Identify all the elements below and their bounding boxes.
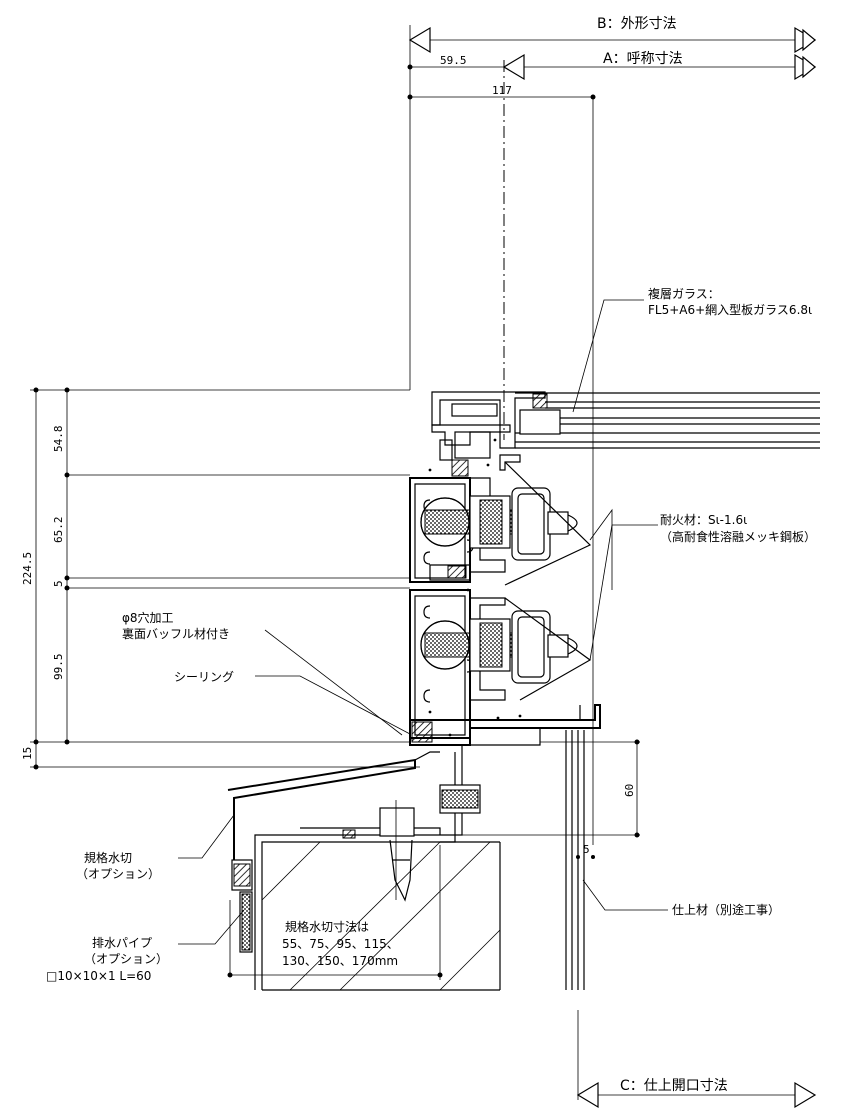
dimension-54-8: 54.8 — [52, 426, 65, 453]
fireproof-title: 耐火材：Sι-1.6ι — [660, 513, 747, 527]
dimension-60-label: 60 — [623, 784, 636, 797]
dimension-5-lower: 5 — [576, 843, 595, 859]
anchor-subframe — [254, 745, 481, 990]
roller-upper — [420, 487, 578, 561]
concrete-wall — [261, 841, 501, 991]
sealing-label: シーリング — [174, 670, 234, 684]
callout-hole: φ8穴加工 裏面バッフル材付き — [122, 610, 403, 736]
callout-glass: 複層ガラス： FL5+A6+網入型板ガラス6.8ι — [572, 286, 812, 413]
roller-lower — [420, 610, 578, 684]
callout-drip-size: 規格水切寸法は 55、75、95、115、 130、150、170mm — [282, 919, 399, 968]
pipe-label-2: （オプション） — [84, 952, 168, 966]
glass-title: 複層ガラス： — [648, 286, 720, 301]
dimension-B-label: B：外形寸法 — [597, 16, 677, 32]
dimension-59-5: 59.5 — [440, 54, 467, 67]
pipe-label-3: □10×10×1 L=60 — [46, 969, 151, 983]
dimension-15: 15 — [21, 747, 34, 760]
dimension-117-label: 117 — [492, 84, 512, 97]
finish-label: 仕上材（別途工事） — [672, 902, 780, 917]
finish-material — [565, 730, 585, 990]
drip-label-2: （オプション） — [76, 867, 160, 881]
drip-size-label-3: 130、150、170mm — [282, 954, 398, 968]
sealing-beads — [428, 438, 522, 737]
fireproof-spec: （高耐食性溶融メッキ鋼板） — [660, 529, 816, 544]
callout-pipe: 排水パイプ （オプション） □10×10×1 L=60 — [46, 909, 245, 983]
dimension-A-label: A：呼称寸法 — [603, 51, 683, 67]
dimension-C-label: C：仕上開口寸法 — [620, 1078, 728, 1094]
pipe-label-1: 排水パイプ — [92, 936, 152, 950]
drip-size-label-2: 55、75、95、115、 — [282, 937, 399, 951]
dimension-A: A：呼称寸法 59.5 — [407, 51, 817, 81]
drip-size-label-1: 規格水切寸法は — [285, 919, 369, 934]
drip-label-1: 規格水切 — [84, 850, 132, 865]
dimension-99-5: 99.5 — [52, 654, 65, 681]
dimension-224-5: 224.5 — [21, 552, 34, 585]
callout-finish: 仕上材（別途工事） — [582, 879, 780, 917]
callout-fireproof: 耐火材：Sι-1.6ι （高耐食性溶融メッキ鋼板） — [589, 508, 816, 661]
callout-drip: 規格水切 （オプション） — [76, 814, 235, 881]
dimension-left: 54.8 65.2 5 99.5 224.5 15 — [21, 387, 420, 770]
drip-size-dimension — [227, 845, 443, 980]
window-frame — [409, 391, 601, 746]
glass-spec: FL5+A6+網入型板ガラス6.8ι — [648, 303, 812, 317]
hole-label-2: 裏面バッフル材付き — [122, 626, 230, 641]
dimension-B: B：外形寸法 — [408, 16, 817, 390]
dimension-C: C：仕上開口寸法 — [576, 1010, 817, 1109]
double-glazing — [515, 392, 820, 449]
drip-flashing — [227, 751, 440, 953]
dimension-65-2: 65.2 — [52, 517, 65, 544]
dimension-60: 60 — [460, 739, 640, 838]
dimension-5b-label: 5 — [583, 843, 590, 856]
fireproof-plate-upper — [504, 461, 592, 586]
dimension-5: 5 — [52, 580, 65, 587]
callout-sealing: シーリング — [174, 670, 411, 735]
dimension-117: 117 — [407, 84, 596, 845]
hole-label-1: φ8穴加工 — [122, 610, 174, 625]
